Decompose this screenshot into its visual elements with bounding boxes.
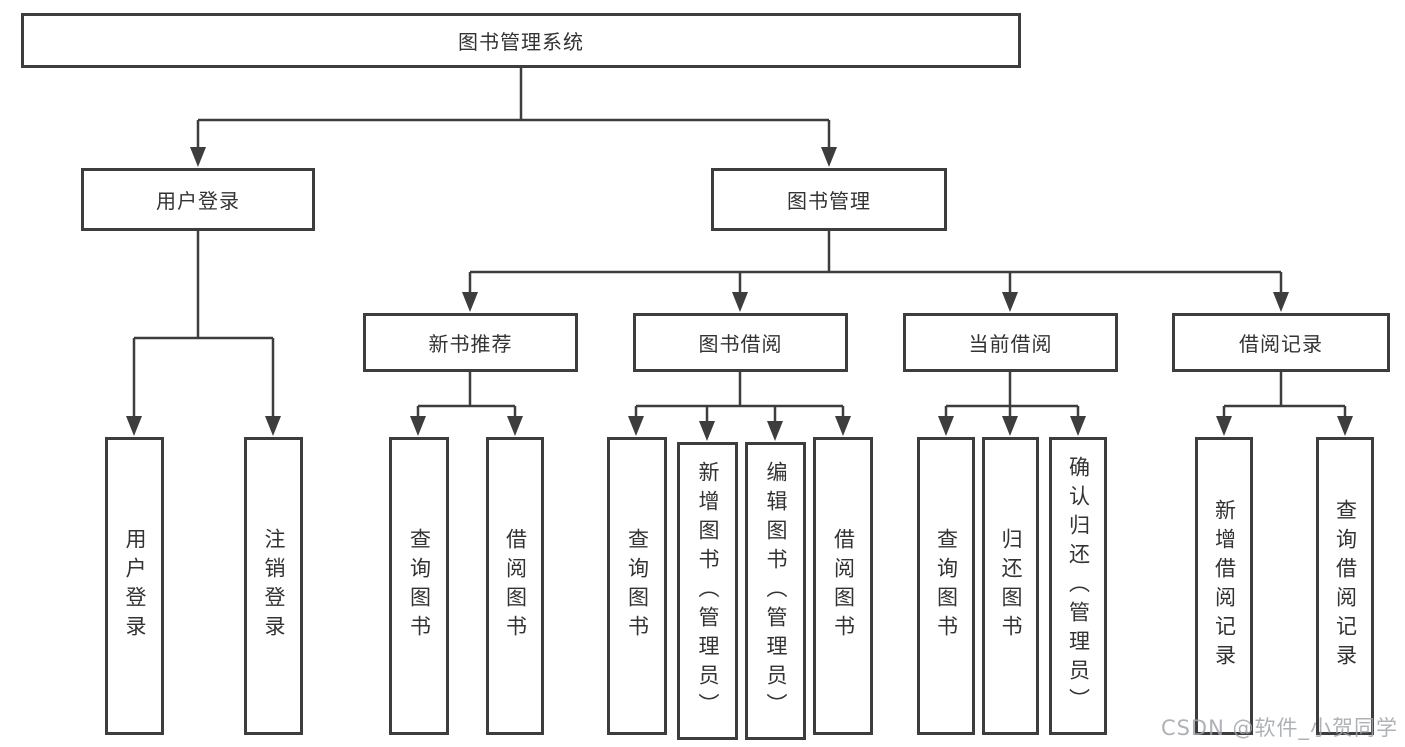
leaf-user-login: 用户登录 [105, 437, 164, 735]
node-current-borrow: 当前借阅 [903, 313, 1118, 372]
node-user-login-label: 用户登录 [156, 189, 240, 213]
node-new-book-recommend: 新书推荐 [363, 313, 578, 372]
leaf-confirm-return-admin-label: 确认归还（管理员） [1066, 455, 1091, 717]
node-book-management-label: 图书管理 [787, 189, 871, 213]
leaf-edit-books-admin: 编辑图书（管理员） [745, 442, 806, 740]
leaf-return-books: 归还图书 [982, 437, 1039, 735]
node-new-book-recommend-label: 新书推荐 [428, 332, 513, 356]
leaf-add-books-admin-label: 新增图书（管理员） [696, 460, 720, 722]
node-current-borrow-label: 当前借阅 [968, 332, 1053, 356]
leaf-confirm-return-admin: 确认归还（管理员） [1049, 437, 1107, 735]
leaf-return-books-label: 归还图书 [999, 528, 1023, 644]
leaf-borrow-books-recommend-label: 借阅图书 [503, 528, 528, 644]
arrowheads [126, 147, 1353, 441]
node-book-borrow-label: 图书借阅 [698, 332, 783, 356]
node-borrow-record-label: 借阅记录 [1239, 332, 1323, 356]
leaf-add-borrow-record: 新增借阅记录 [1195, 437, 1253, 735]
leaf-user-login-label: 用户登录 [123, 528, 147, 644]
node-borrow-record: 借阅记录 [1172, 313, 1390, 372]
node-user-login: 用户登录 [81, 168, 315, 231]
leaf-add-books-admin: 新增图书（管理员） [677, 442, 738, 740]
leaf-edit-books-admin-label: 编辑图书（管理员） [764, 460, 788, 722]
leaf-add-borrow-record-label: 新增借阅记录 [1212, 499, 1237, 673]
leaf-query-borrow-record-label: 查询借阅记录 [1333, 499, 1358, 673]
leaf-borrow-books-label: 借阅图书 [831, 528, 856, 644]
leaf-query-books-borrow-label: 查询图书 [625, 528, 650, 644]
node-root: 图书管理系统 [21, 13, 1021, 68]
leaf-query-books-recommend-label: 查询图书 [407, 528, 432, 644]
leaf-query-books-current: 查询图书 [917, 437, 975, 735]
leaf-query-books-recommend: 查询图书 [389, 437, 449, 735]
leaf-query-books-borrow: 查询图书 [607, 437, 667, 735]
node-root-label: 图书管理系统 [458, 30, 584, 54]
node-book-management: 图书管理 [711, 168, 947, 231]
leaf-borrow-books-recommend: 借阅图书 [486, 437, 544, 735]
node-book-borrow: 图书借阅 [633, 313, 848, 372]
leaf-query-borrow-record: 查询借阅记录 [1316, 437, 1374, 735]
leaf-query-books-current-label: 查询图书 [934, 528, 959, 644]
csdn-watermark: CSDN @软件_小贺同学 [1160, 716, 1398, 740]
leaf-logout-label: 注销登录 [262, 528, 286, 644]
leaf-logout: 注销登录 [244, 437, 303, 735]
leaf-borrow-books: 借阅图书 [813, 437, 873, 735]
